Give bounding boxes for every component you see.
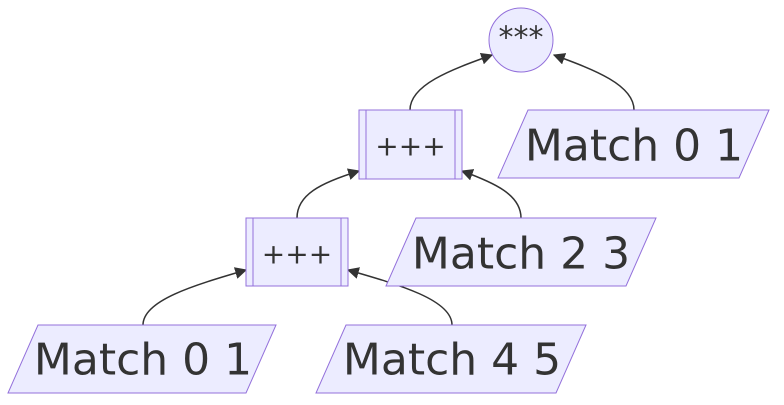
node-concat-lower-label: +++	[262, 238, 332, 271]
node-root-label: ***	[499, 21, 544, 56]
node-match-01-bottom: Match 0 1	[7, 324, 277, 394]
node-match-45: Match 4 5	[315, 324, 587, 394]
node-concat-upper-label: +++	[375, 130, 445, 163]
node-root: ***	[488, 7, 554, 73]
node-concat-upper: +++	[358, 109, 463, 180]
edge-concat-upper-to-root	[409, 52, 494, 111]
edge-match-45-to-concat-lower	[346, 267, 453, 326]
node-match-23: Match 2 3	[385, 217, 657, 287]
node-concat-lower: +++	[245, 217, 349, 287]
edge-match-01-bottom-to-concat-lower	[142, 267, 248, 326]
node-match-45-label: Match 4 5	[343, 335, 561, 386]
node-match-01-bottom-label: Match 0 1	[34, 335, 252, 386]
edge-concat-lower-to-concat-upper	[296, 168, 361, 219]
node-match-01-top-label: Match 0 1	[525, 121, 743, 172]
edge-match-23-to-concat-upper	[460, 169, 522, 219]
node-match-23-label: Match 2 3	[412, 229, 630, 280]
edge-match-01-top-to-root	[552, 53, 635, 111]
node-match-01-top: Match 0 1	[497, 109, 770, 179]
